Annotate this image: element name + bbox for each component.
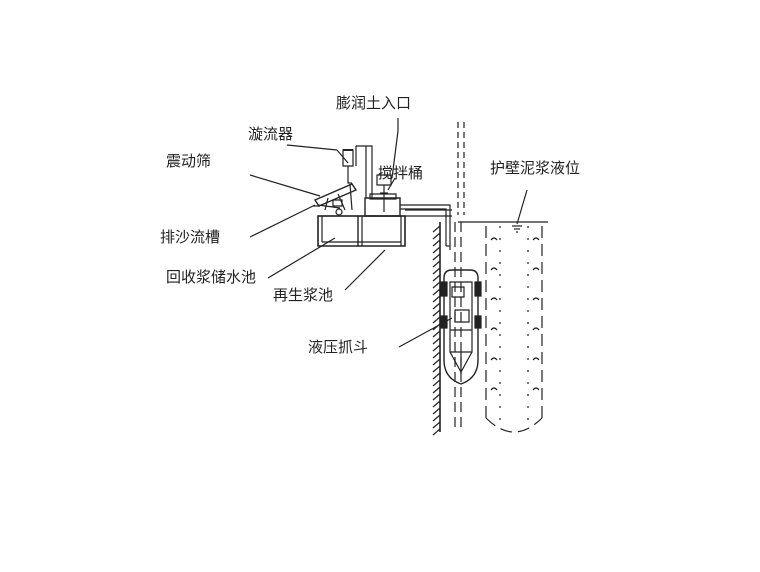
wall-hatch: [433, 303, 440, 309]
wall-hatch: [433, 345, 440, 351]
slurry-mark: [533, 328, 539, 330]
slurry-mark: [533, 298, 539, 300]
label-hydraulic-grab: 液压抓斗: [308, 338, 369, 356]
wall-hatch: [433, 247, 440, 253]
mixer-body: [365, 198, 400, 216]
wall-hatch: [433, 338, 440, 344]
wall-hatch: [433, 422, 440, 428]
screen-support: [350, 184, 352, 210]
wall-hatch: [433, 261, 440, 267]
label-sand-channel: 排沙流槽: [160, 228, 221, 246]
wall-hatch: [433, 268, 440, 274]
mixer-top: [370, 194, 396, 199]
label-regen-tank: 再生浆池: [273, 286, 334, 304]
screen-deck: [313, 183, 358, 207]
slurry-mark: [533, 238, 539, 240]
bentonite-feed: [392, 131, 398, 178]
mixing-tank: [365, 131, 400, 216]
slurry-mark: [491, 388, 497, 390]
tank-structure: [318, 216, 405, 246]
trench-left-wall: [433, 222, 440, 435]
wall-hatch: [433, 352, 440, 358]
slurry-mark: [491, 238, 497, 240]
wall-hatch: [433, 254, 440, 260]
wall-hatch: [433, 394, 440, 400]
trench-right-panel: [486, 226, 542, 432]
wall-hatch: [433, 373, 440, 379]
wall-hatch: [433, 275, 440, 281]
supply-pipe: [400, 205, 450, 250]
slurry-mark: [491, 358, 497, 360]
hydrocyclone: [337, 146, 372, 198]
label-mixing-tank: 搅拌桶: [378, 164, 424, 182]
hydraulic-grab: [441, 270, 481, 384]
label-slurry-level: 护壁泥浆液位: [490, 159, 581, 177]
slurry-mark: [533, 388, 539, 390]
wall-hatch: [433, 408, 440, 414]
pipe-to-mixer: [356, 146, 372, 198]
wall-hatch: [433, 296, 440, 302]
wall-hatch: [433, 401, 440, 407]
wall-hatch: [433, 331, 440, 337]
wall-hatch: [433, 289, 440, 295]
slurry-mark: [491, 298, 497, 300]
slurry-mark: [533, 268, 539, 270]
wall-hatch: [433, 282, 440, 288]
label-hydrocyclone: 漩流器: [248, 125, 294, 143]
slurry-level-marker: [512, 226, 522, 232]
wall-hatch: [433, 233, 440, 239]
wall-hatch: [433, 240, 440, 246]
wall-hatch: [433, 380, 440, 386]
wall-hatch: [433, 310, 440, 316]
label-bentonite-inlet: 膨润土入口: [336, 94, 412, 112]
slurry-mark: [491, 268, 497, 270]
label-vibrating-screen: 震动筛: [166, 152, 212, 170]
slurry-mark: [491, 328, 497, 330]
label-recovery-tank: 回收浆储水池: [166, 268, 257, 286]
wall-hatch: [433, 429, 440, 435]
wall-hatch: [433, 317, 440, 323]
screen-wheel: [336, 209, 342, 215]
leader-lines: [250, 118, 527, 347]
wall-hatch: [433, 226, 440, 232]
grab-motor: [452, 287, 464, 297]
wall-hatch: [433, 387, 440, 393]
wall-hatch: [433, 415, 440, 421]
slurry-mark: [533, 358, 539, 360]
vibrating-screen: [313, 183, 358, 215]
wall-hatch: [433, 359, 440, 365]
screen-motor: [333, 200, 342, 206]
cyclone-feed-pipe: [348, 166, 352, 183]
wall-hatch: [433, 366, 440, 372]
